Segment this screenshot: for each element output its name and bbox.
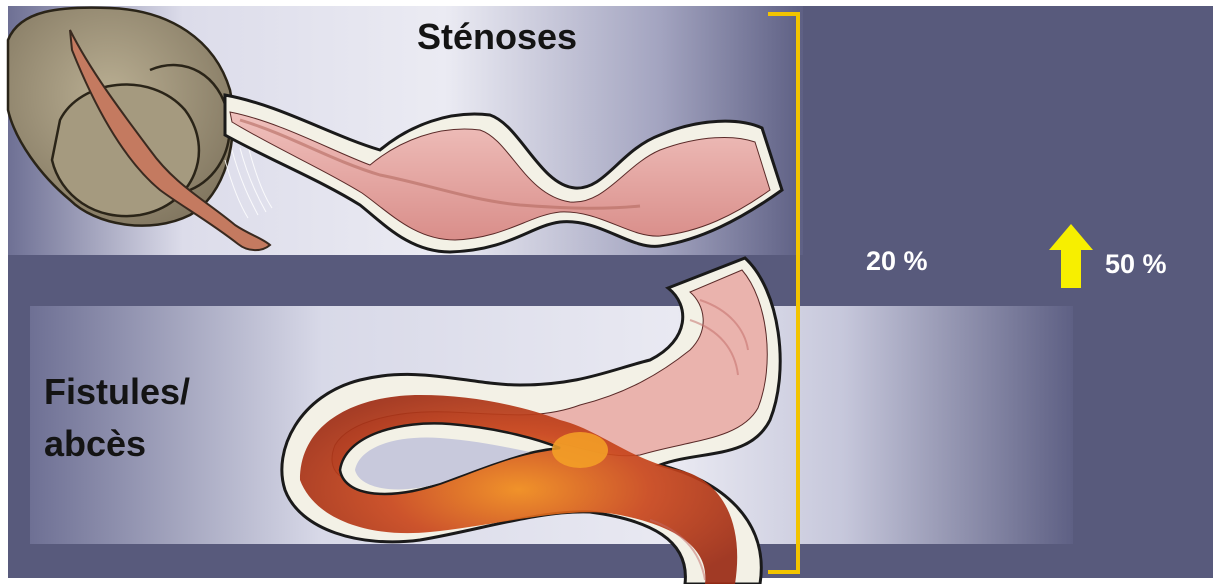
fistules-label-line1: Fistules/ bbox=[44, 366, 190, 418]
percentage-20-label: 20 % bbox=[866, 246, 928, 277]
fistules-abces-label: Fistules/ abcès bbox=[44, 366, 190, 470]
fistules-label-line2: abcès bbox=[44, 418, 190, 470]
stenoses-label: Sténoses bbox=[417, 16, 577, 58]
percentage-50-label: 50 % bbox=[1105, 249, 1167, 280]
